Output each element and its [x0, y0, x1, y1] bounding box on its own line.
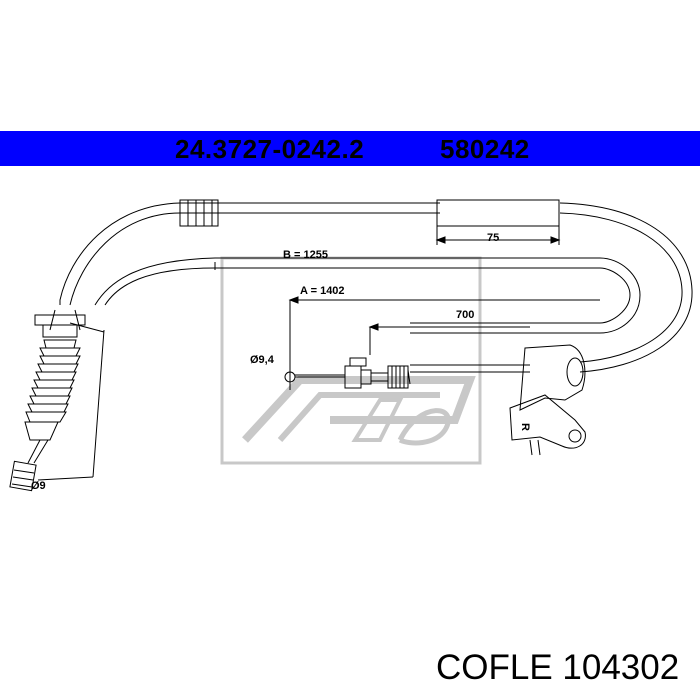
boot-bellows	[9, 314, 86, 492]
cable-outline	[49, 202, 693, 373]
front-fitting	[284, 357, 411, 389]
part-number: 24.3727-0242.2	[175, 134, 365, 164]
dimension-lines	[214, 262, 600, 390]
part-number-banner: 24.3727-0242.2 580242	[0, 131, 700, 166]
dim-75-label: 75	[487, 232, 499, 244]
dia-9-4-label: Ø9,4	[250, 354, 275, 366]
dim-700-label: 700	[456, 309, 474, 321]
dia-9-label: Ø9	[31, 480, 46, 492]
left-dimension	[37, 322, 105, 481]
dim-a-label: A = 1402	[300, 285, 345, 297]
dim-b-label: B = 1255	[283, 249, 328, 261]
cable-sleeve	[435, 199, 561, 245]
side-label: R	[519, 423, 531, 431]
coupling-nut	[179, 199, 219, 227]
footer-reference: COFLE 104302	[436, 648, 680, 687]
right-bracket	[509, 344, 586, 456]
reference-number: 580242	[440, 134, 530, 164]
